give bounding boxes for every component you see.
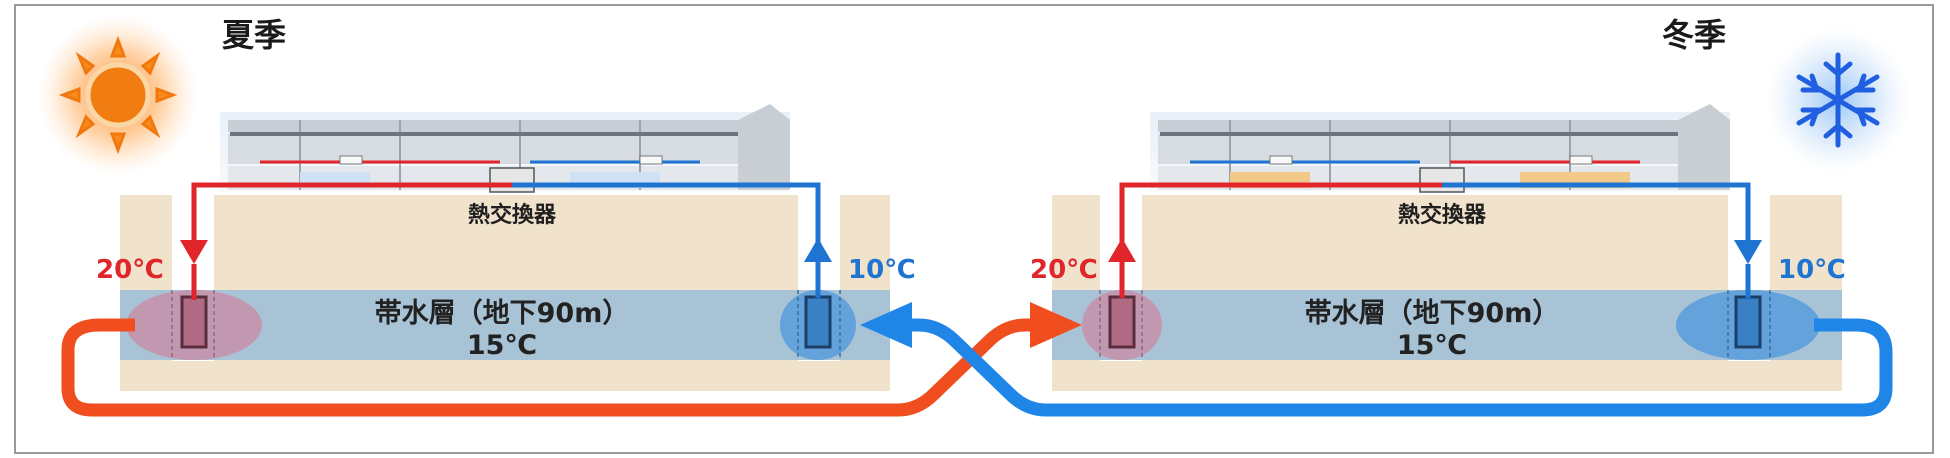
summer-cold-well-temp: 10℃ — [848, 255, 916, 285]
summer-warm-well-temp: 20℃ — [96, 255, 164, 285]
winter-warm-well-screen — [1108, 295, 1136, 349]
winter-warm-up-arrow — [1108, 238, 1136, 262]
summer-cold-up-arrow — [804, 238, 832, 262]
summer-panel: 夏季 熱交換器 20℃ 10℃ 帯水層（地下90m） 15℃ — [38, 15, 916, 391]
winter-aquifer-temp: 15℃ — [1397, 330, 1467, 361]
winter-heat-exchanger — [1419, 167, 1465, 193]
diagram-frame — [14, 4, 1934, 454]
winter-warm-well-temp: 20℃ — [1030, 255, 1098, 285]
winter-cold-pipe — [1442, 182, 1751, 245]
winter-aquifer-label: 帯水層（地下90m） — [1305, 297, 1560, 329]
winter-panel: 冬季 熱交換器 20℃ 10℃ 帯水層（地下90m） 15℃ — [1030, 16, 1912, 391]
winter-cold-down-arrow — [1734, 240, 1762, 264]
summer-warm-well-screen — [180, 295, 208, 349]
winter-cold-well-temp: 10℃ — [1778, 255, 1846, 285]
warm-flow-loop — [61, 318, 1035, 417]
snowflake-icon — [1764, 26, 1912, 174]
summer-aquifer-temp: 15℃ — [467, 330, 537, 361]
winter-title: 冬季 — [1662, 16, 1726, 54]
cold-flow-arrowhead — [860, 302, 912, 348]
summer-warm-pipe — [191, 182, 512, 245]
summer-aquifer-label: 帯水層（地下90m） — [375, 297, 630, 329]
warm-flow-arrowhead — [1030, 302, 1082, 348]
cold-flow-loop — [905, 318, 1893, 417]
sun-icon — [38, 15, 198, 175]
summer-heat-exchanger-label: 熱交換器 — [468, 202, 557, 228]
summer-title: 夏季 — [222, 16, 286, 54]
summer-cold-well-screen — [804, 295, 832, 349]
summer-heat-exchanger — [489, 167, 535, 193]
winter-heat-exchanger-label: 熱交換器 — [1398, 202, 1487, 228]
summer-warm-down-arrow — [180, 240, 208, 264]
winter-cold-well-screen — [1734, 295, 1762, 349]
